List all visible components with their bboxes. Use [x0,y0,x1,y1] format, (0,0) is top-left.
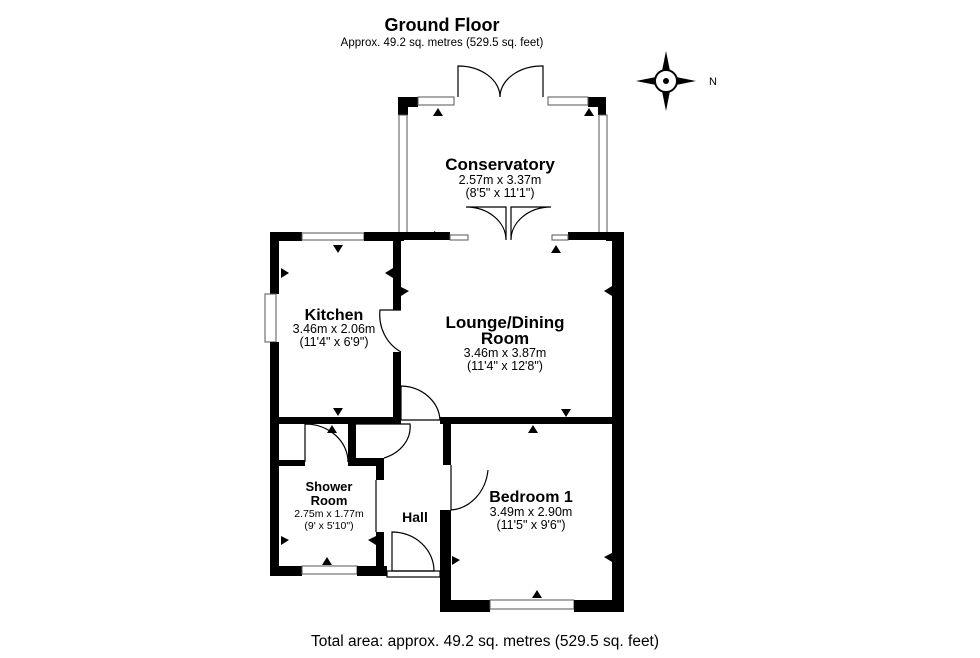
internal-doors [304,309,489,572]
bedroom-name: Bedroom 1 [489,489,573,506]
lounge-name-line1: Lounge/Dining [446,313,565,332]
room-kitchen: Kitchen 3.46m x 2.06m (11'4" x 6'9") [293,307,376,349]
room-hall: Hall [402,509,428,525]
shower-name-line2: Room [311,493,348,508]
compass-rose-icon [636,51,696,111]
shower-name-line1: Shower [306,479,353,494]
lounge-name-line2: Room [481,329,529,348]
kitchen-imperial: (11'4" x 6'9") [299,335,368,349]
room-shower: Shower Room 2.75m x 1.77m (9' x 5'10") [294,479,364,532]
room-conservatory: Conservatory 2.57m x 3.37m (8'5" x 11'1"… [445,155,555,200]
conservatory-name: Conservatory [445,155,555,174]
bedroom-imperial: (11'5" x 9'6") [496,518,565,532]
conservatory-walls [398,96,608,241]
compass-north-label: N [709,76,717,88]
lounge-metric: 3.46m x 3.87m [464,346,547,360]
room-lounge-dining: Lounge/Dining Room 3.46m x 3.87m (11'4" … [446,313,565,373]
conservatory-french-doors [457,65,552,241]
total-area-footer: Total area: approx. 49.2 sq. metres (529… [311,633,659,650]
conservatory-imperial: (8'5" x 11'1") [465,186,534,200]
shower-metric: 2.75m x 1.77m [294,508,364,520]
hall-name: Hall [402,509,428,525]
plan-title: Ground Floor [385,15,500,35]
conservatory-metric: 2.57m x 3.37m [459,173,542,187]
fitting-markers [281,108,612,598]
shower-imperial: (9' x 5'10") [304,520,353,532]
kitchen-metric: 3.46m x 2.06m [293,322,376,336]
room-bedroom-1: Bedroom 1 3.49m x 2.90m (11'5" x 9'6") [489,489,573,532]
internal-walls [270,240,624,610]
kitchen-name: Kitchen [305,307,364,324]
bedroom-metric: 3.49m x 2.90m [490,505,573,519]
plan-subtitle: Approx. 49.2 sq. metres (529.5 sq. feet) [341,37,544,49]
lounge-imperial: (11'4" x 12'8") [467,359,543,373]
